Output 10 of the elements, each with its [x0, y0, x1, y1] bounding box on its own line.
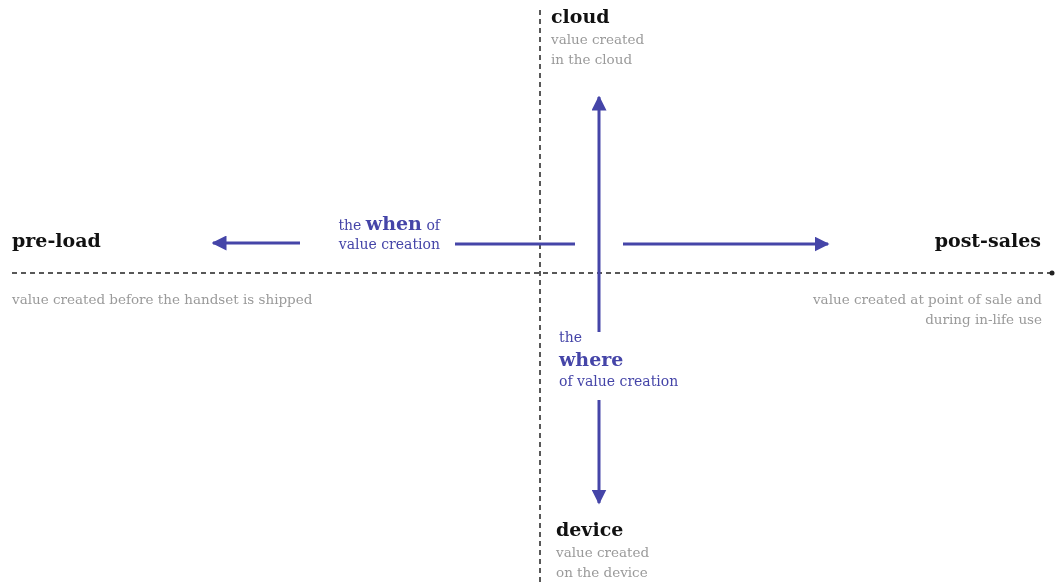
description-text: value created before the handset is shipped	[12, 290, 314, 309]
axis-pole-label: post-sales	[934, 229, 1041, 251]
description-text: value created in the cloud	[551, 30, 646, 69]
description-text: value created at point of sale and during in-life use	[812, 290, 1042, 329]
axis-pole-label: cloud	[551, 5, 610, 27]
axis-pole-label: pre-load	[12, 229, 101, 251]
description-text: value created on the device	[556, 543, 651, 582]
axis-title: the when of value creation	[337, 214, 440, 254]
axis-title: the where of value creation	[559, 328, 680, 391]
axis-pole-label: device	[556, 518, 624, 540]
